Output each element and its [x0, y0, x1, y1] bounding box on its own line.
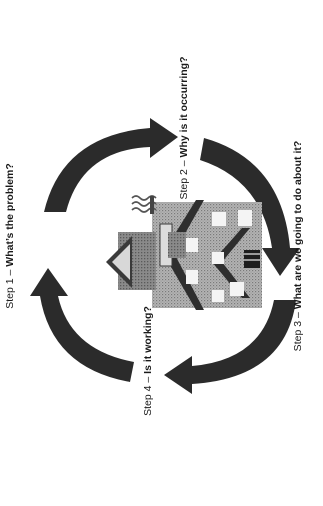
step-1-number: Step 1 –	[4, 270, 16, 309]
step-3-question: What are we going to do about it?	[292, 141, 304, 310]
step-3-number: Step 3 –	[292, 312, 304, 351]
step-2-number: Step 2 –	[178, 160, 190, 199]
house-icon	[106, 196, 262, 310]
step-4-question: Is it working?	[142, 306, 154, 374]
step-4-number: Step 4 –	[142, 377, 154, 416]
step-1-question: What’s the problem?	[4, 163, 16, 266]
arrow-step1-to-step2	[44, 118, 178, 212]
arrow-step3-to-step4	[164, 300, 296, 394]
step-2-question: Why is it occurring?	[178, 57, 190, 158]
